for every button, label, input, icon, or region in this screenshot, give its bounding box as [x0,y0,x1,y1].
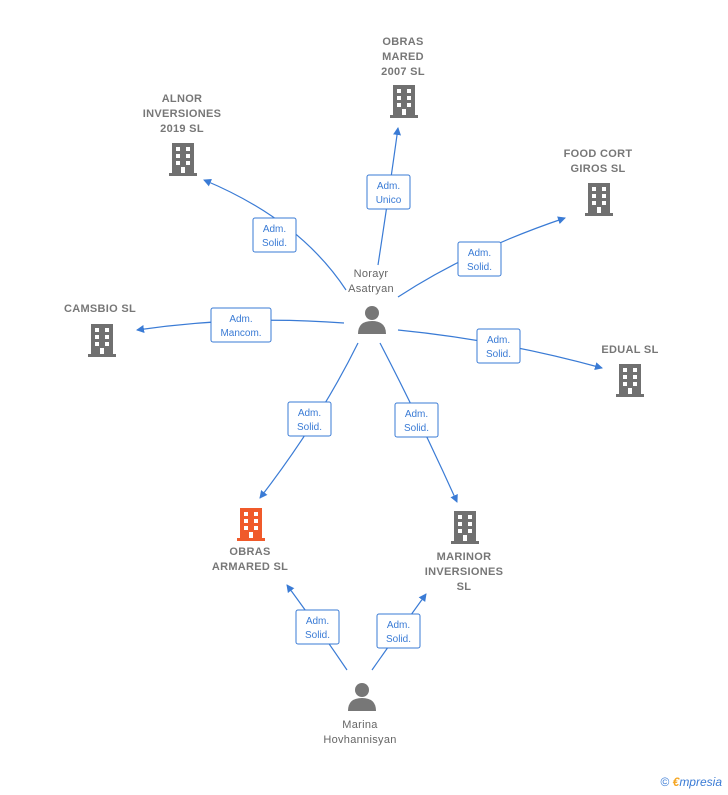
person-label-norayr[interactable]: Norayr Asatryan [348,268,394,295]
svg-text:Adm.: Adm. [387,620,410,631]
company-label-food-cort[interactable]: FOOD CORT GIROS SL [563,148,633,175]
edge-label-camsbio[interactable]: Adm. Mancom. [210,307,272,343]
svg-text:Adm.: Adm. [377,181,400,192]
edge-label-alnor[interactable]: Adm. Solid. [252,217,297,253]
edge-label-marinor-norayr[interactable]: Adm. Solid. [394,402,439,438]
edge-label-food-cort[interactable]: Adm. Solid. [457,241,502,277]
svg-text:Adm.: Adm. [487,335,510,346]
building-icon[interactable] [169,143,197,176]
svg-text:Adm.: Adm. [229,314,252,325]
company-label-obras-armared[interactable]: OBRAS ARMARED SL [211,546,289,573]
svg-text:Adm.: Adm. [298,408,321,419]
edge-label-obras-armared-marina[interactable]: Adm. Solid. [295,609,340,645]
copyright-icon: © [660,775,670,789]
svg-text:Adm.: Adm. [405,409,428,420]
building-icon[interactable] [616,364,644,397]
svg-text:Adm.: Adm. [468,248,491,259]
brand-mark: € [672,775,680,789]
svg-text:Solid.: Solid. [297,422,322,433]
svg-text:Adm.: Adm. [263,224,286,235]
building-icon[interactable] [88,324,116,357]
edge-label-mared[interactable]: Adm. Unico [366,174,411,210]
footer-brand: © €mpresia [660,775,722,789]
edge-label-marinor-marina[interactable]: Adm. Solid. [376,613,421,649]
svg-text:Solid.: Solid. [386,634,411,645]
brand-name: mpresia [679,775,722,789]
company-label-marinor[interactable]: MARINOR INVERSIONES SL [424,551,504,593]
svg-text:Solid.: Solid. [262,238,287,249]
svg-text:Solid.: Solid. [404,423,429,434]
company-label-obras-mared[interactable]: OBRAS MARED 2007 SL [381,36,425,78]
company-label-edual[interactable]: EDUAL SL [601,344,659,356]
building-icon-highlighted[interactable] [237,508,265,541]
person-icon[interactable] [348,683,376,711]
svg-text:Solid.: Solid. [486,349,511,360]
svg-text:Solid.: Solid. [467,262,492,273]
svg-text:Unico: Unico [376,195,402,206]
person-label-marina[interactable]: Marina Hovhannisyan [323,719,397,746]
company-label-camsbio[interactable]: CAMSBIO SL [63,303,137,315]
building-icon[interactable] [390,85,418,118]
svg-text:Adm.: Adm. [306,616,329,627]
edge-label-obras-armared-norayr[interactable]: Adm. Solid. [287,401,332,437]
building-icon[interactable] [585,183,613,216]
svg-text:Mancom.: Mancom. [220,328,261,339]
svg-text:Solid.: Solid. [305,630,330,641]
building-icon[interactable] [451,511,479,544]
edge-label-edual[interactable]: Adm. Solid. [476,328,521,364]
person-icon[interactable] [358,306,386,334]
company-label-alnor[interactable]: ALNOR INVERSIONES 2019 SL [142,93,222,135]
